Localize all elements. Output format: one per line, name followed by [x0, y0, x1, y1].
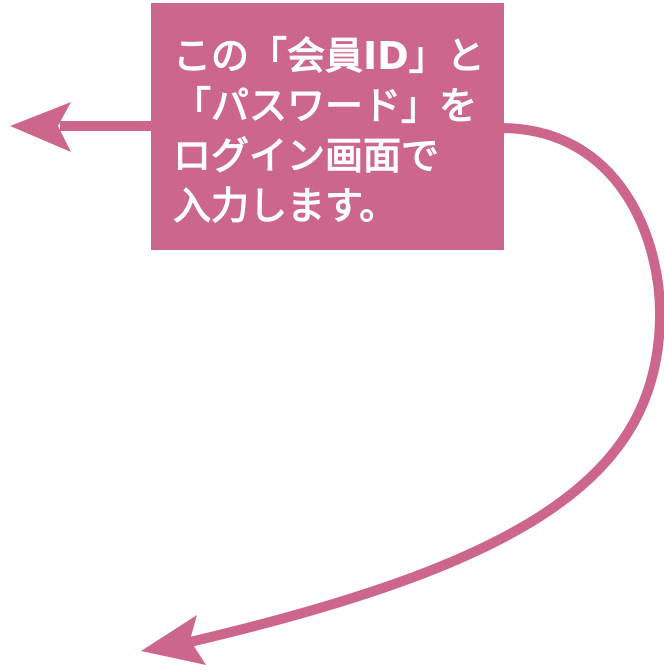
- curved-arrowhead-icon: [141, 615, 206, 665]
- callout-line-1: この「会員ID」と: [173, 34, 485, 78]
- curved-arrow: [141, 123, 664, 665]
- callout-line-3: ログイン画面で: [173, 134, 440, 178]
- callout-line-2: 「パスワード」を: [173, 84, 478, 128]
- left-arrowhead-icon: [10, 102, 71, 152]
- callout-box: この「会員ID」と 「パスワード」を ログイン画面で 入力します。: [151, 3, 504, 250]
- callout-line-4: 入力します。: [173, 184, 398, 228]
- left-arrow: [10, 102, 155, 152]
